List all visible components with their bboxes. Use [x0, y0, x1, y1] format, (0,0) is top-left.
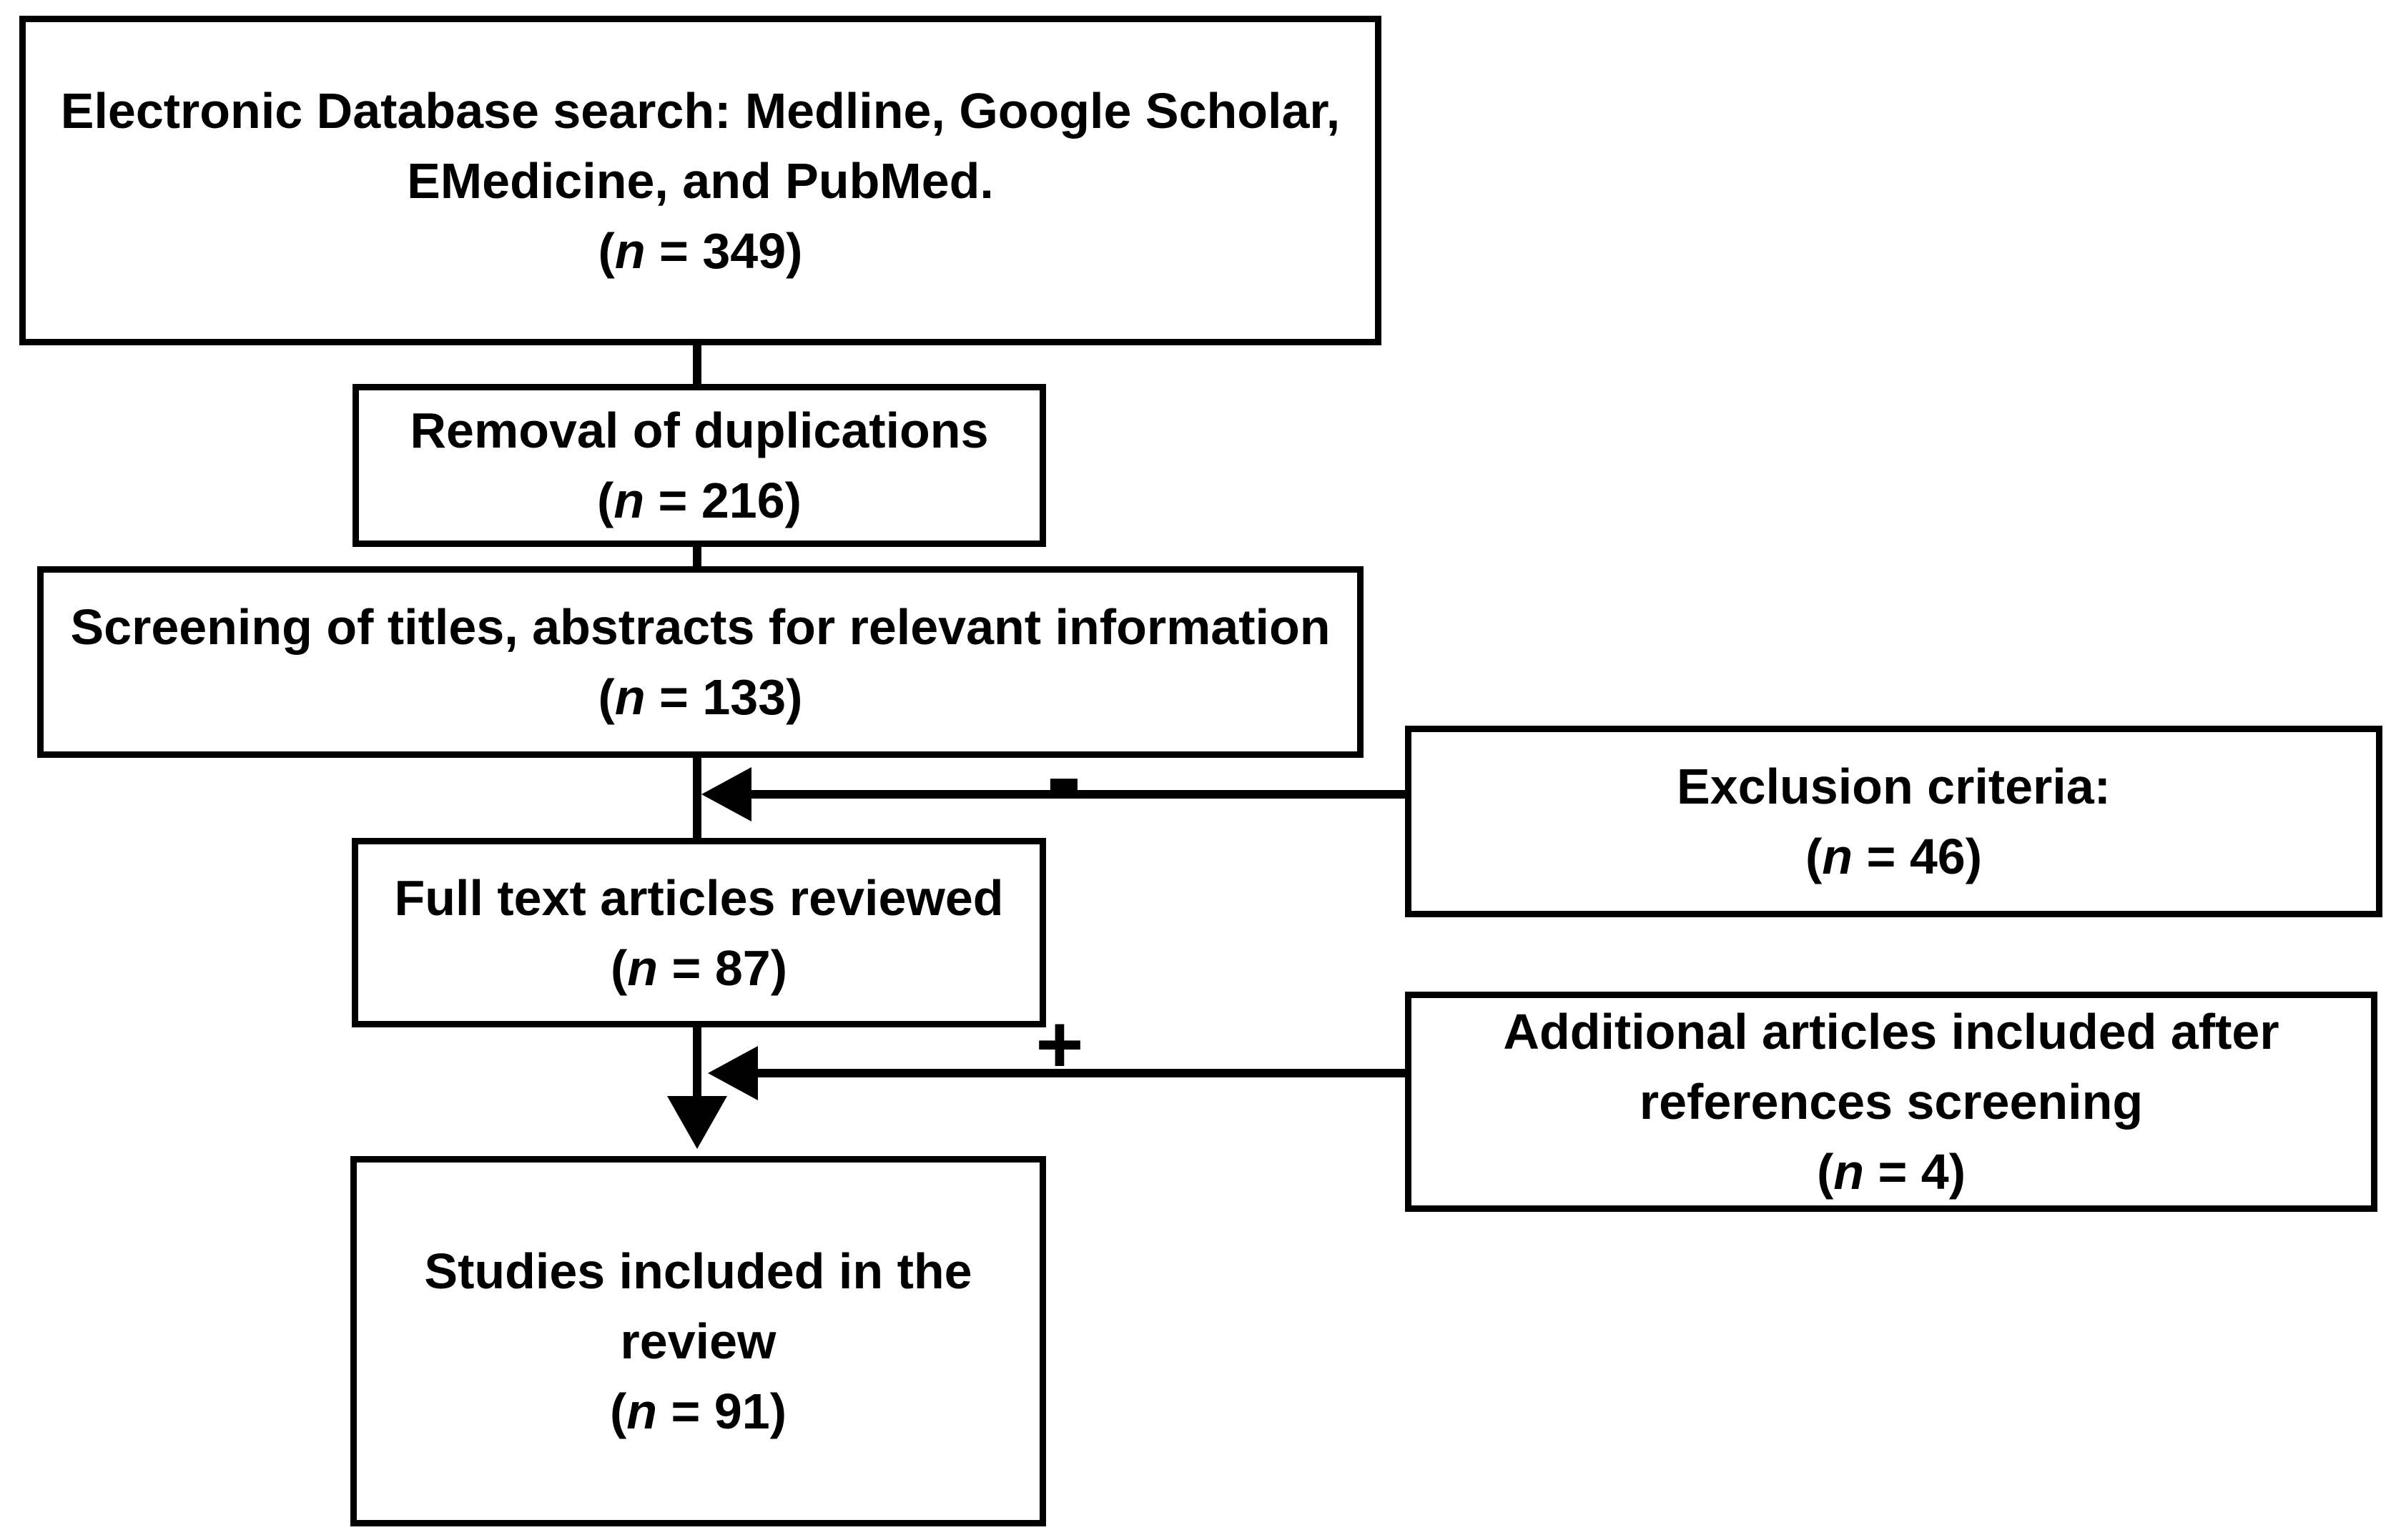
box-exclusion-criteria-count: (n = 46) — [1805, 829, 1983, 884]
box-additional-articles: Additional articles included after refer… — [1405, 992, 2377, 1212]
minus-sign: - — [1046, 716, 1082, 836]
connector-dedup-to-screening — [693, 547, 701, 566]
box-database-search: Electronic Database search: Medline, Goo… — [19, 16, 1381, 345]
box-title-abstract-screening: Screening of titles, abstracts for relev… — [37, 566, 1364, 758]
box-removal-duplications: Removal of duplications (n = 216) — [353, 384, 1046, 547]
box-studies-included-label: Studies included in the review — [424, 1243, 972, 1369]
connector-screening-to-fulltext — [693, 758, 701, 838]
box-exclusion-criteria: Exclusion criteria: (n = 46) — [1405, 726, 2382, 917]
box-title-abstract-screening-count: (n = 133) — [598, 669, 803, 725]
box-additional-articles-label: Additional articles included after refer… — [1503, 1004, 2279, 1130]
box-full-text-reviewed-label: Full text articles reviewed — [394, 869, 1004, 926]
box-removal-duplications-label: Removal of duplications — [410, 403, 989, 458]
box-full-text-reviewed: Full text articles reviewed (n = 87) — [352, 838, 1046, 1027]
exclusion-arrow-line — [747, 790, 1405, 799]
box-exclusion-criteria-label: Exclusion criteria: — [1677, 759, 2111, 814]
box-database-search-label: Electronic Database search: Medline, Goo… — [60, 82, 1341, 209]
box-studies-included-count: (n = 91) — [609, 1383, 787, 1439]
box-title-abstract-screening-label: Screening of titles, abstracts for relev… — [70, 599, 1331, 655]
box-removal-duplications-count: (n = 216) — [597, 473, 802, 528]
plus-sign: + — [1035, 999, 1084, 1090]
box-additional-articles-count: (n = 4) — [1816, 1144, 1966, 1200]
connector-search-to-dedup — [693, 345, 701, 384]
additional-arrow-line — [754, 1069, 1405, 1077]
box-studies-included: Studies included in the review (n = 91) — [350, 1156, 1046, 1526]
box-database-search-count: (n = 349) — [598, 222, 803, 279]
connector-fulltext-to-included — [693, 1027, 701, 1099]
box-full-text-reviewed-count: (n = 87) — [610, 939, 788, 996]
exclusion-arrow-head — [701, 767, 751, 821]
included-arrow-head — [667, 1096, 727, 1149]
additional-arrow-head — [708, 1046, 758, 1100]
